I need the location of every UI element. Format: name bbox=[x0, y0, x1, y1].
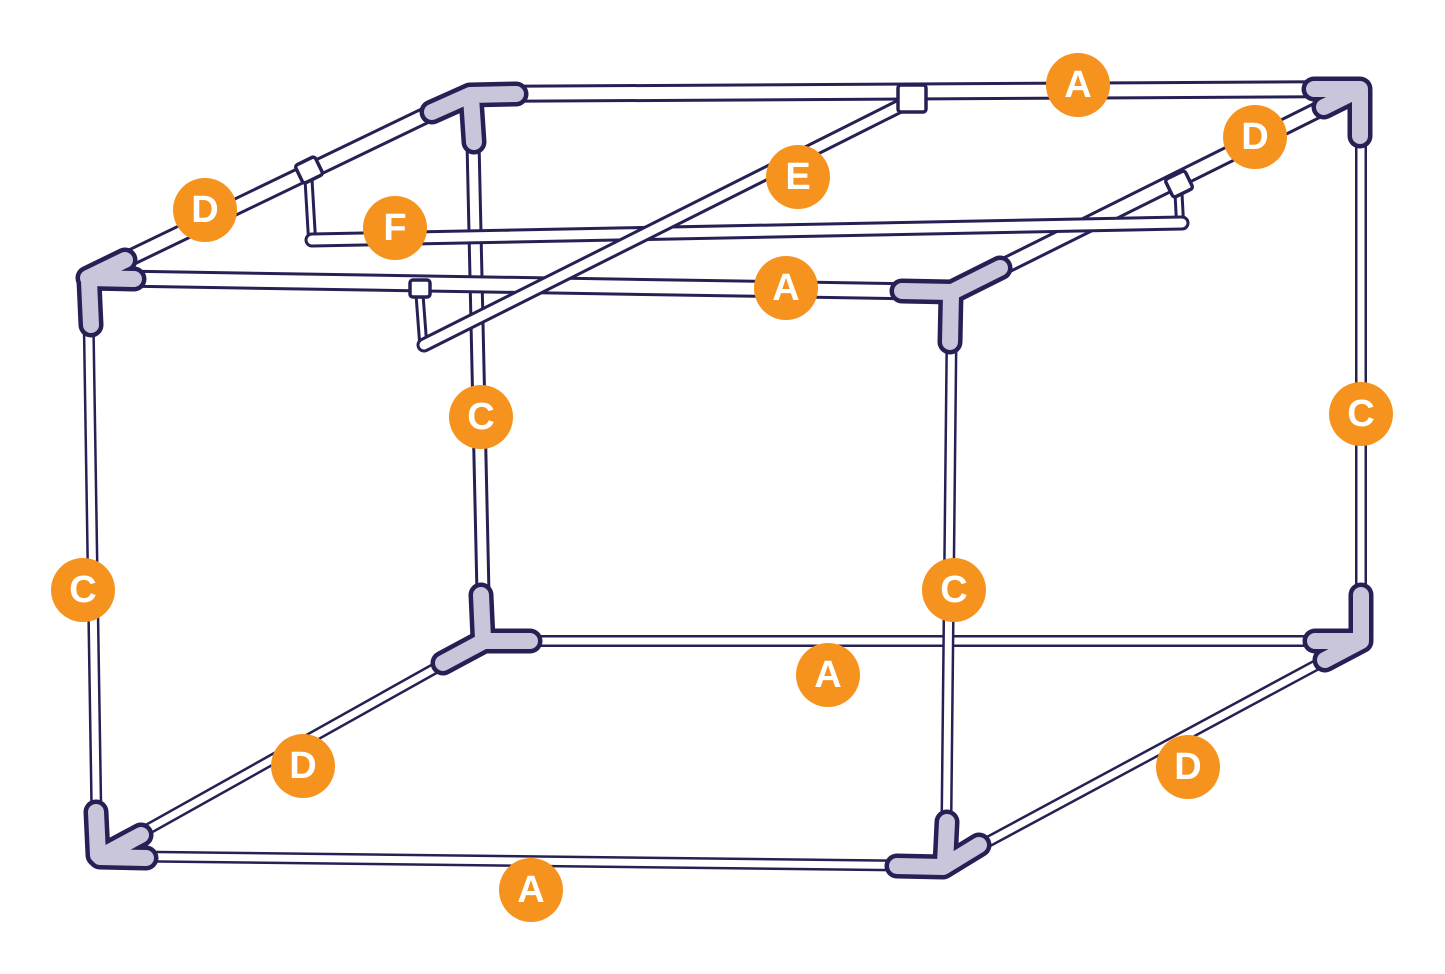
part-badge-d-top-left: D bbox=[173, 178, 237, 242]
fitting-top-back-left bbox=[419, 81, 529, 155]
clip-f-left bbox=[293, 155, 325, 185]
part-badge-c-left-upright: C bbox=[51, 558, 115, 622]
pipe-cross-e bbox=[416, 92, 920, 353]
fitting-bottom-back-left bbox=[430, 582, 543, 676]
part-badge-c-mid-left-upright: C bbox=[449, 385, 513, 449]
fitting-top-front-left bbox=[75, 247, 147, 338]
part-badge-d-bottom-left: D bbox=[271, 734, 335, 798]
pipe-top-left-d bbox=[79, 85, 479, 287]
clip-e-top bbox=[896, 83, 928, 114]
fitting-bottom-back-right bbox=[1302, 582, 1374, 673]
fitting-bottom-front-left bbox=[83, 799, 159, 871]
fitting-bottom-front-right bbox=[884, 809, 992, 880]
part-badge-d-top-right: D bbox=[1223, 105, 1287, 169]
clip-e-front bbox=[408, 278, 432, 299]
part-badge-f-cross-bar: F bbox=[363, 196, 427, 260]
part-badge-a-bottom-front: A bbox=[499, 858, 563, 922]
part-badge-c-mid-right-upright: C bbox=[922, 558, 986, 622]
pipe-upright-mid-c bbox=[464, 89, 492, 647]
part-badge-c-right-upright: C bbox=[1329, 382, 1393, 446]
fitting-top-back-right bbox=[1301, 76, 1373, 149]
part-badge-d-bottom-right: D bbox=[1156, 735, 1220, 799]
fitting-top-front-right bbox=[889, 255, 1013, 355]
pipe-top-right-d bbox=[943, 80, 1369, 301]
clip-f-right bbox=[1163, 169, 1195, 199]
part-badge-a-bottom-back: A bbox=[796, 643, 860, 707]
part-badge-a-top-front: A bbox=[754, 256, 818, 320]
pipe-bottom-right-d bbox=[937, 635, 1367, 872]
pipe-cross-f bbox=[304, 215, 1190, 248]
part-badge-e-cross-bar: E bbox=[766, 145, 830, 209]
part-badge-a-top-back: A bbox=[1046, 53, 1110, 117]
